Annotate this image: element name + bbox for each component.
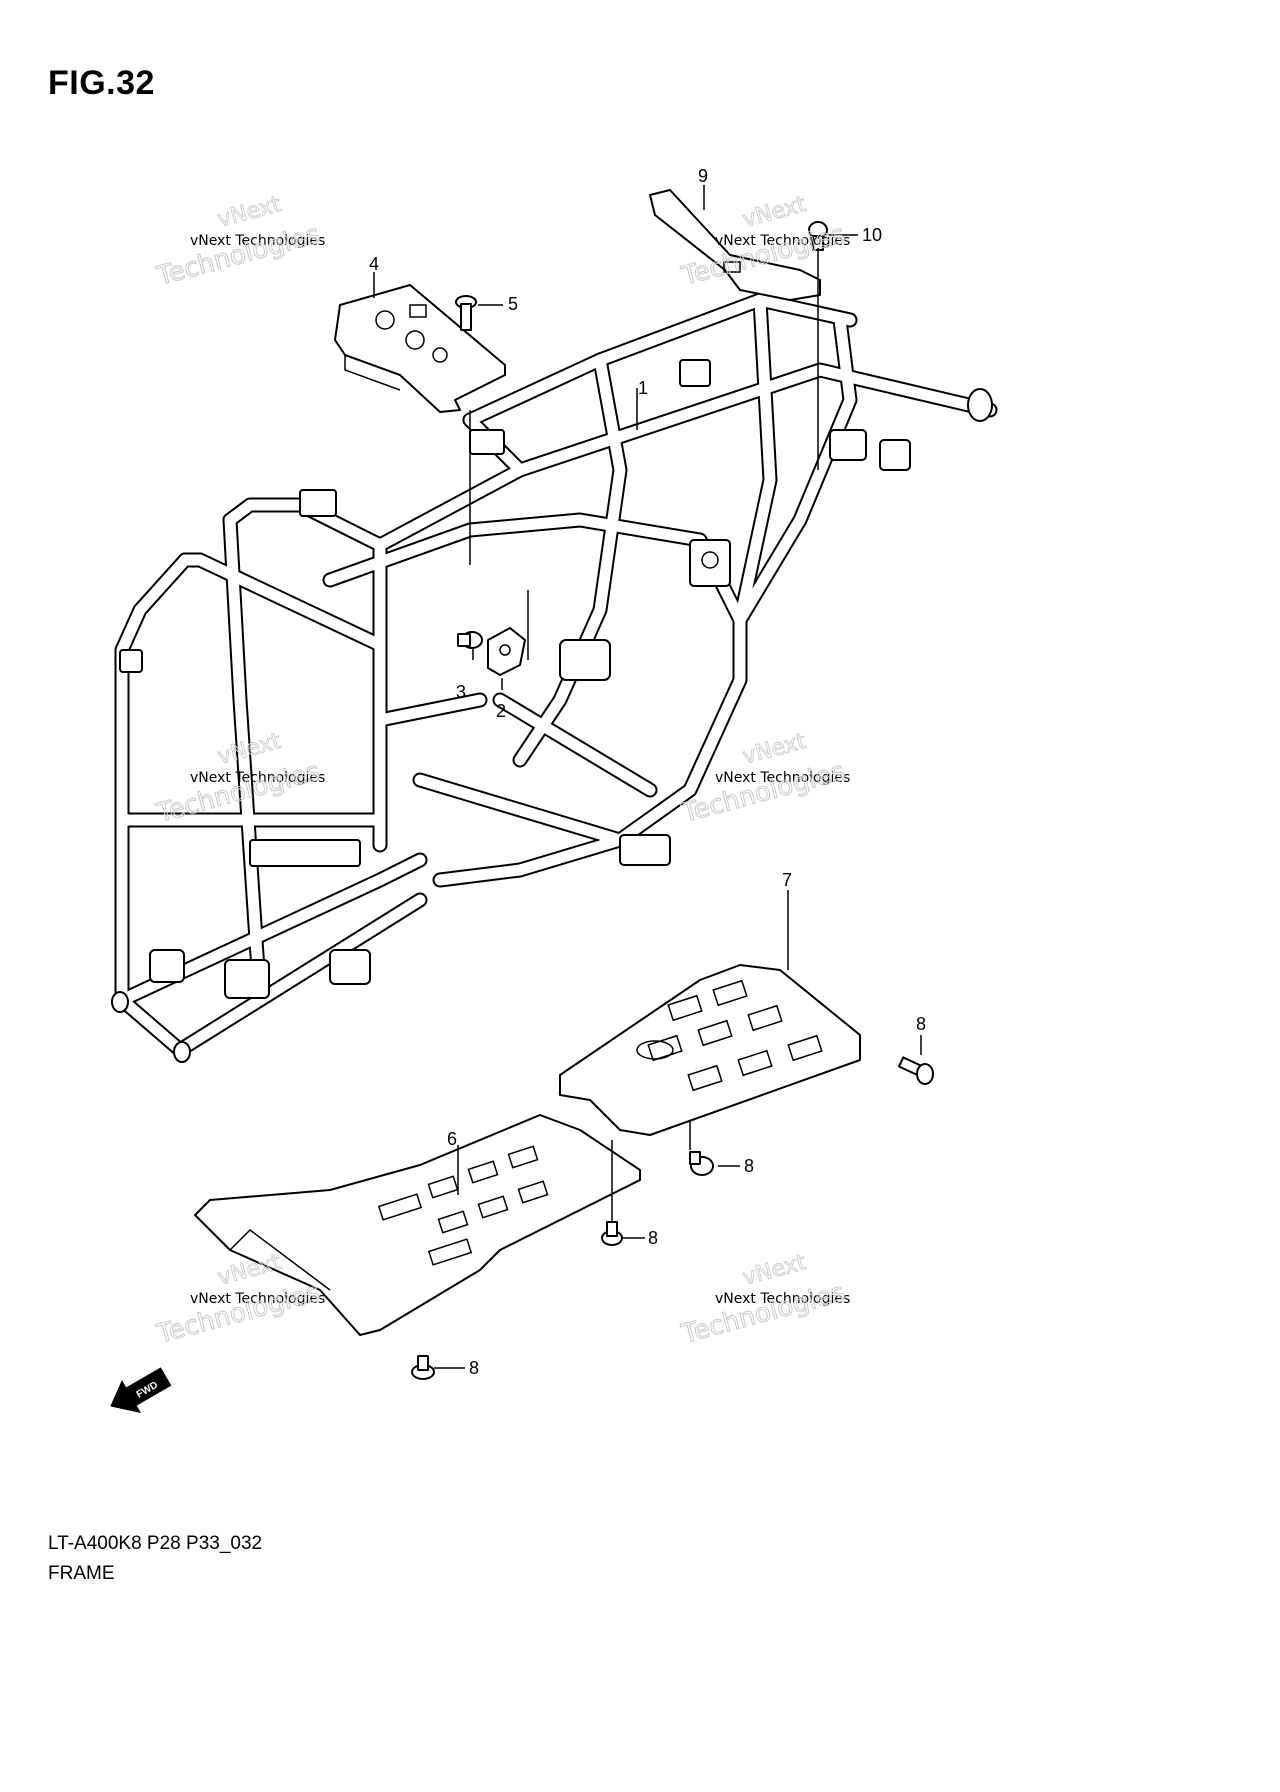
callout-1: 1 bbox=[638, 378, 648, 398]
callout-3: 3 bbox=[456, 682, 466, 702]
callout-4: 4 bbox=[369, 254, 379, 274]
fwd-arrow-icon bbox=[110, 1367, 172, 1414]
figure-title: FIG.32 bbox=[48, 64, 155, 102]
svg-text:vNext Technologies: vNext Technologies bbox=[190, 233, 325, 249]
callout-2: 2 bbox=[496, 701, 506, 721]
watermark-1: vNext vNext Technologies Technologies bbox=[153, 191, 326, 292]
bolt-part-8-d[interactable] bbox=[411, 1355, 435, 1380]
svg-text:vNext: vNext bbox=[740, 729, 809, 770]
svg-text:vNext Technologies: vNext Technologies bbox=[715, 1291, 850, 1307]
front-skid-plate-part-6[interactable] bbox=[194, 1114, 641, 1336]
main-frame[interactable] bbox=[111, 292, 998, 1063]
svg-text:Technologies: Technologies bbox=[678, 1278, 848, 1350]
callout-7: 7 bbox=[782, 870, 792, 890]
rear-bracket-part-9[interactable] bbox=[649, 189, 821, 301]
bolt-part-3[interactable] bbox=[457, 631, 483, 649]
bolt-part-8-a[interactable] bbox=[898, 1056, 934, 1085]
svg-text:vNext: vNext bbox=[215, 192, 284, 233]
svg-text:vNext Technologies: vNext Technologies bbox=[190, 1291, 325, 1307]
svg-text:vNext: vNext bbox=[740, 192, 809, 233]
fwd-direction-arrow: FWD bbox=[110, 1367, 172, 1414]
svg-text:Technologies: Technologies bbox=[153, 1278, 323, 1350]
callout-6: 6 bbox=[447, 1129, 457, 1149]
callout-5: 5 bbox=[508, 294, 518, 314]
bolt-part-5[interactable] bbox=[455, 295, 477, 331]
diagram-code: LT-A400K8 P28 P33_032 bbox=[48, 1533, 263, 1554]
rear-skid-plate-part-7[interactable] bbox=[559, 964, 861, 1136]
svg-text:vNext Technologies: vNext Technologies bbox=[715, 233, 850, 249]
svg-text:vNext Technologies: vNext Technologies bbox=[190, 770, 325, 786]
callout-8-d: 8 bbox=[469, 1358, 479, 1378]
plate-part-2[interactable] bbox=[487, 627, 526, 676]
leader-lines bbox=[373, 185, 922, 1369]
svg-text:Technologies: Technologies bbox=[153, 220, 323, 292]
callout-8-b: 8 bbox=[744, 1156, 754, 1176]
bolt-part-8-c[interactable] bbox=[601, 1221, 623, 1246]
svg-text:vNext: vNext bbox=[740, 1250, 809, 1291]
watermark-6: vNext vNext Technologies Technologies bbox=[678, 1249, 851, 1350]
callout-9: 9 bbox=[698, 166, 708, 186]
callout-8-c: 8 bbox=[648, 1228, 658, 1248]
seat-bracket-part-4[interactable] bbox=[334, 284, 506, 413]
callout-10: 10 bbox=[862, 225, 882, 245]
svg-text:vNext Technologies: vNext Technologies bbox=[715, 770, 850, 786]
section-name: FRAME bbox=[48, 1563, 115, 1584]
bolt-part-8-b[interactable] bbox=[689, 1151, 714, 1176]
callout-8-a: 8 bbox=[916, 1014, 926, 1034]
